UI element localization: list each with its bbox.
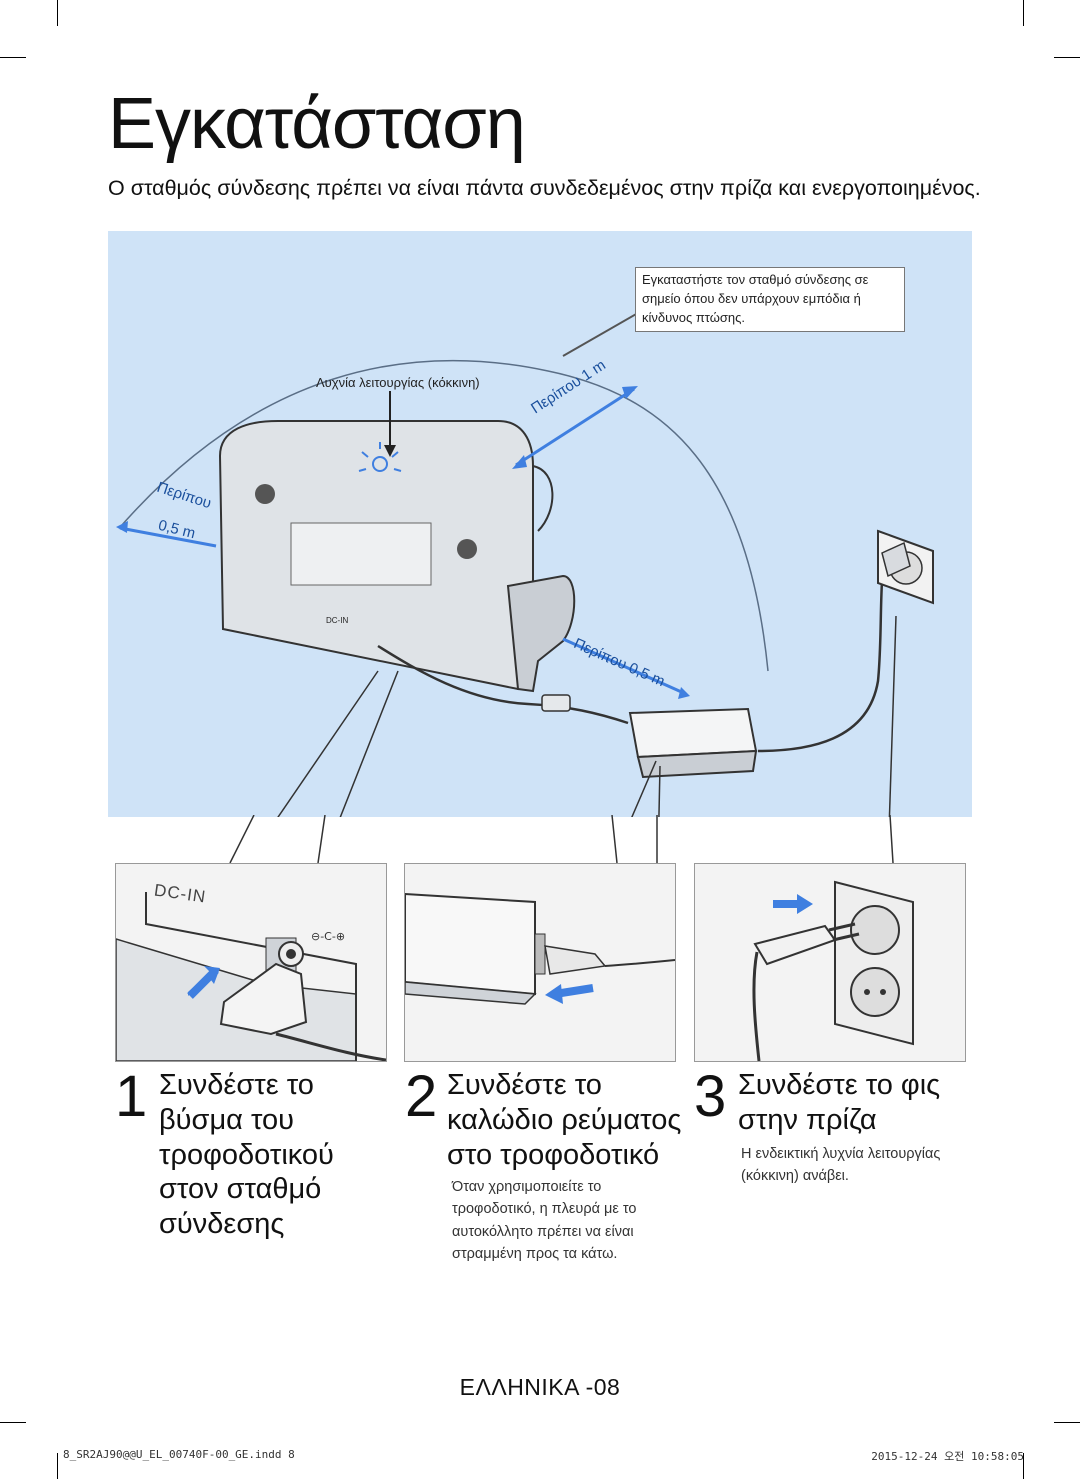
- installation-illustration: Εγκαταστήστε τον σταθμό σύνδεσης σε σημε…: [108, 231, 972, 817]
- step-1-number: 1: [115, 1064, 148, 1129]
- crop-mark: [1054, 57, 1080, 58]
- station-dcin-label: DC-IN: [326, 616, 349, 625]
- crop-mark: [0, 57, 26, 58]
- crop-mark: [57, 1453, 58, 1479]
- step-2-note: Όταν χρησιμοποιείτε το τροφοδοτικό, η πλ…: [452, 1179, 637, 1263]
- page-number: ΕΛΛΗΝΙΚΑ -08: [459, 1374, 621, 1400]
- crop-mark: [1023, 1453, 1024, 1479]
- svg-text:⊖-C-⊕: ⊖-C-⊕: [311, 930, 345, 943]
- step-2-text: Συνδέστε το καλώδιο ρεύματος στο τροφοδο…: [447, 1069, 682, 1171]
- panel-adapter: [404, 863, 676, 1062]
- crop-mark: [57, 0, 58, 26]
- panel-wall-socket: [694, 863, 966, 1062]
- footer-filename: 8_SR2AJ90@@U_EL_00740F-00_GE.indd 8: [63, 1448, 295, 1461]
- panel-dc-in: ⊖-C-⊕ DC-IN: [115, 863, 387, 1062]
- step-3-note: Η ενδεικτική λυχνία λειτουργίας (κόκκινη…: [741, 1146, 941, 1185]
- callout-box: Εγκαταστήστε τον σταθμό σύνδεσης σε σημε…: [635, 267, 905, 332]
- page-title: Εγκατάσταση: [108, 84, 526, 164]
- step-3-number: 3: [694, 1064, 727, 1129]
- step-2-number: 2: [405, 1064, 438, 1129]
- installation-drawing: [116, 312, 934, 817]
- page-subtitle: Ο σταθμός σύνδεσης πρέπει να είναι πάντα…: [108, 176, 981, 200]
- crop-mark: [0, 1422, 26, 1423]
- step-1-text: Συνδέστε το βύσμα του τροφοδοτικού στον …: [159, 1069, 334, 1241]
- lamp-label: Λυχνία λειτουργίας (κόκκινη): [316, 375, 480, 390]
- footer-timestamp: 2015-12-24 오전 10:58:05: [871, 1450, 1024, 1463]
- crop-mark: [1054, 1422, 1080, 1423]
- zoom-lines: [229, 815, 894, 864]
- step-3-text: Συνδέστε το φις στην πρίζα: [738, 1069, 941, 1136]
- crop-mark: [1023, 0, 1024, 26]
